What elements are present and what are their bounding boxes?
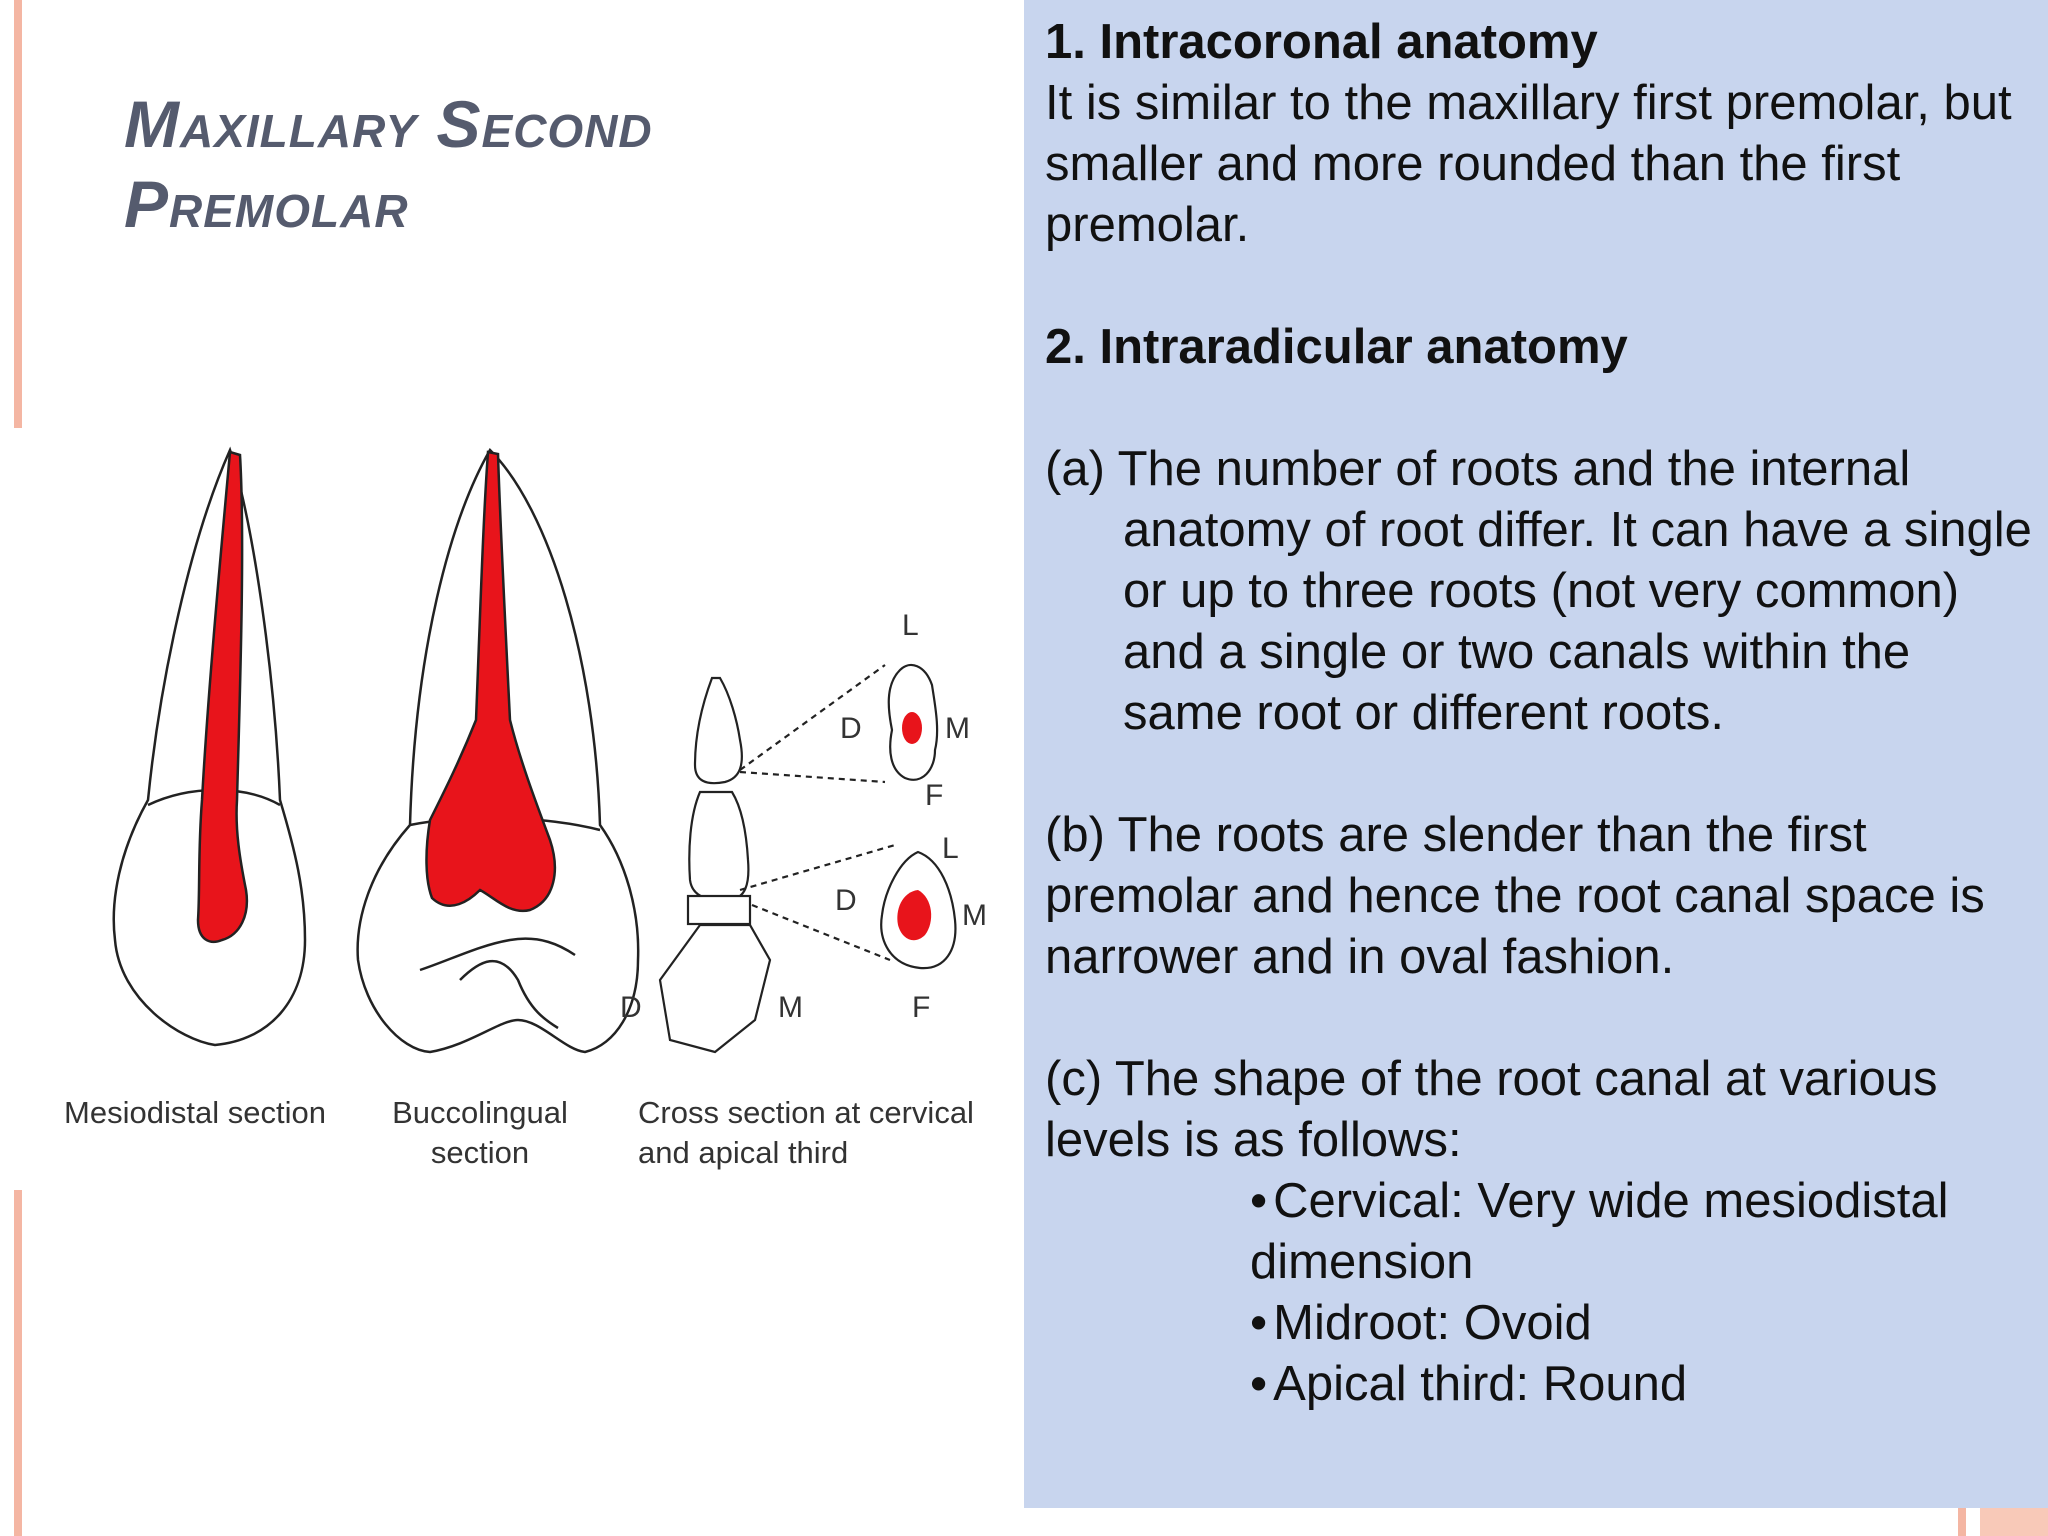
cross-mid-tooth-outline — [688, 790, 750, 902]
left-accent-line-bottom — [14, 1190, 22, 1536]
spacer — [1045, 378, 2035, 439]
cervical-canal — [897, 890, 932, 941]
crown-label-m: M — [778, 991, 803, 1024]
cross-crown-outline — [658, 923, 772, 1054]
cross-section-caption-line-2: and apical third — [638, 1135, 849, 1170]
intracoronal-heading: 1. Intracoronal anatomy — [1045, 15, 1598, 69]
list-item-text: Apical third: Round — [1273, 1357, 1688, 1411]
cervical-label-m: M — [962, 899, 987, 932]
mesiodistal-pulp — [196, 450, 249, 944]
buccolingual-occlusal-groove — [419, 937, 576, 1030]
apical-label-m: M — [945, 712, 970, 745]
corner-accent-block — [1980, 1508, 2048, 1536]
cervical-leader-lines — [739, 843, 896, 962]
content-panel — [1024, 0, 2048, 1508]
spacer — [1045, 744, 2035, 805]
cross-apical-tooth-outline — [693, 676, 743, 785]
buccolingual-tooth — [356, 447, 640, 1054]
list-item-text: Midroot: Ovoid — [1273, 1296, 1592, 1350]
cervical-label-l: L — [942, 832, 959, 865]
list-item: •Apical third: Round — [1250, 1357, 1688, 1411]
buccolingual-caption: Buccolingual section — [370, 1093, 590, 1173]
content-text: 1. Intracoronal anatomy It is similar to… — [1045, 12, 2035, 1415]
corner-accent-bar — [1958, 1508, 1966, 1536]
slide-title-line-2: Premolar — [124, 167, 409, 241]
list-item-text: Cervical: Very wide mesiodistal dimensio… — [1250, 1174, 1949, 1289]
apical-label-d: D — [840, 712, 862, 745]
cross-section-caption-line-1: Cross section at cervical — [638, 1095, 974, 1130]
tooth-diagram: L D M F L D M F D M — [112, 446, 987, 1054]
buccolingual-pulp — [425, 450, 557, 913]
intraradicular-point-c: (c) The shape of the root canal at vario… — [1045, 1052, 1938, 1167]
buccolingual-caption-line-1: Buccolingual — [392, 1095, 568, 1130]
apical-label-f: F — [925, 779, 943, 812]
tooth-anatomy-figure: L D M F L D M F D M Mesiodistal section … — [40, 420, 1020, 1205]
intraradicular-point-b: (b) The roots are slender than the first… — [1045, 808, 1985, 984]
crown-label-d: D — [620, 991, 642, 1024]
apical-leader-lines — [739, 664, 886, 784]
list-item: •Midroot: Ovoid — [1250, 1296, 1592, 1350]
spacer — [1045, 256, 2035, 317]
list-item: •Cervical: Very wide mesiodistal dimensi… — [1250, 1174, 1949, 1289]
intracoronal-text: It is similar to the maxillary first pre… — [1045, 76, 2012, 252]
apical-label-l: L — [902, 609, 919, 642]
cervical-label-f: F — [912, 991, 930, 1024]
cross-section-group — [658, 663, 957, 1054]
slide-title-line-1: Maxillary Second — [124, 87, 653, 161]
intraradicular-point-a: (a) The number of roots and the internal… — [1045, 442, 2032, 740]
intraradicular-heading: 2. Intraradicular anatomy — [1045, 320, 1628, 374]
buccolingual-caption-line-2: section — [430, 1135, 530, 1170]
cross-cervical-box — [686, 894, 752, 926]
mesiodistal-tooth — [112, 446, 307, 1047]
canal-shape-list: •Cervical: Very wide mesiodistal dimensi… — [1045, 1171, 2035, 1415]
apical-canal — [902, 712, 922, 744]
left-accent-line-top — [14, 0, 22, 428]
spacer — [1045, 988, 2035, 1049]
mesiodistal-caption: Mesiodistal section — [64, 1095, 326, 1130]
slide-title: Maxillary Second Premolar — [124, 84, 653, 244]
cervical-label-d: D — [835, 884, 857, 917]
cross-section-caption: Cross section at cervical and apical thi… — [638, 1093, 1008, 1173]
